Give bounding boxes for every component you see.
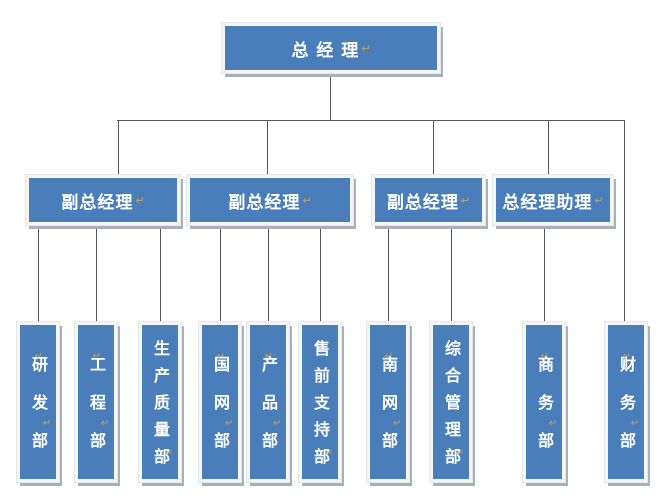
paragraph-mark-icon: ↵ <box>34 351 44 362</box>
paragraph-mark-icon: ↵ <box>392 418 402 429</box>
org-node-deputy-gm-3[interactable]: 副总经理 ↵ <box>372 175 485 225</box>
paragraph-mark-icon: ↵ <box>622 351 632 362</box>
node-label: 售前支持部 <box>311 340 330 475</box>
connector-dept-stategrid <box>220 226 221 322</box>
paragraph-mark-icon: ↵ <box>92 351 102 362</box>
org-node-dept-state-grid[interactable]: ↵ 国网部 ↵ <box>199 322 241 482</box>
node-label: 研发部 <box>29 356 48 470</box>
paragraph-mark-icon: ↵ <box>264 351 274 362</box>
connector-dept-rd <box>38 226 39 322</box>
paragraph-mark-icon: ↵ <box>216 351 226 362</box>
node-label: 总 经 理 <box>291 40 360 61</box>
connector-dept-business <box>544 226 545 322</box>
node-label: 产品部 <box>259 356 278 470</box>
org-node-gm-assistant[interactable]: 总经理助理 ↵ <box>493 175 613 225</box>
paragraph-mark-icon: ↵ <box>324 448 334 459</box>
node-label: 财务部 <box>617 356 636 470</box>
node-label: 总经理助理 <box>502 192 593 213</box>
org-node-dept-product[interactable]: ↵ 产品部 ↵ <box>247 322 289 482</box>
connector-dept-quality <box>160 226 161 322</box>
paragraph-mark-icon: ↵ <box>460 193 471 207</box>
connector-dept-presales <box>320 226 321 322</box>
paragraph-mark-icon: ↵ <box>164 448 174 459</box>
connector-drop-deputy-3 <box>433 120 434 175</box>
org-node-deputy-gm-2[interactable]: 副总经理 ↵ <box>187 175 353 225</box>
connector-dept-southgrid <box>388 226 389 322</box>
paragraph-mark-icon: ↵ <box>135 193 145 207</box>
connector-drop-deputy-1 <box>118 120 119 175</box>
node-label: 生产质量部 <box>151 340 170 475</box>
paragraph-mark-icon: ↵ <box>100 418 110 429</box>
connector-dept-product <box>268 226 269 322</box>
paragraph-mark-icon: ↵ <box>630 418 640 429</box>
node-label: 商务部 <box>535 356 554 470</box>
connector-dept-admin <box>451 226 452 322</box>
connector-drop-assistant <box>548 120 549 175</box>
node-label: 副总经理 <box>386 192 459 213</box>
paragraph-mark-icon: ↵ <box>540 351 550 362</box>
paragraph-mark-icon: ↵ <box>361 41 371 55</box>
org-node-dept-business[interactable]: ↵ 商务部 ↵ <box>523 322 565 482</box>
org-node-dept-engineering[interactable]: ↵ 工程部 ↵ <box>75 322 117 482</box>
connector-drop-finance <box>624 120 625 322</box>
paragraph-mark-icon: ↵ <box>42 418 52 429</box>
node-label: 工程部 <box>87 356 106 470</box>
paragraph-mark-icon: ↵ <box>224 418 234 429</box>
node-label: 国网部 <box>211 356 230 470</box>
node-label: 副总经理 <box>228 192 301 213</box>
org-node-dept-production-quality[interactable]: 生产质量部 ↵ <box>139 322 181 482</box>
org-node-dept-south-grid[interactable]: ↵ 南网部 ↵ <box>367 322 409 482</box>
paragraph-mark-icon: ↵ <box>455 448 465 459</box>
connector-bus <box>117 120 625 121</box>
node-label: 副总经理 <box>61 192 134 213</box>
org-node-dept-finance[interactable]: ↵ 财务部 ↵ <box>605 322 647 482</box>
org-node-general-manager[interactable]: 总 经 理 ↵ <box>222 23 440 73</box>
paragraph-mark-icon: ↵ <box>548 418 558 429</box>
paragraph-mark-icon: ↵ <box>594 193 604 207</box>
org-node-deputy-gm-1[interactable]: 副总经理 ↵ <box>26 175 180 225</box>
paragraph-mark-icon: ↵ <box>384 351 394 362</box>
connector-drop-deputy-2 <box>267 120 268 175</box>
org-node-dept-presales-support[interactable]: 售前支持部 ↵ <box>299 322 341 482</box>
paragraph-mark-icon: ↵ <box>302 193 312 207</box>
org-node-dept-general-admin[interactable]: 综合管理部 ↵ <box>430 322 472 482</box>
node-label: 南网部 <box>379 356 398 470</box>
org-node-dept-rd[interactable]: ↵ 研发部 ↵ <box>17 322 59 482</box>
paragraph-mark-icon: ↵ <box>272 418 282 429</box>
connector-trunk <box>330 73 331 120</box>
node-label: 综合管理部 <box>442 340 461 475</box>
connector-dept-engineering <box>96 226 97 322</box>
